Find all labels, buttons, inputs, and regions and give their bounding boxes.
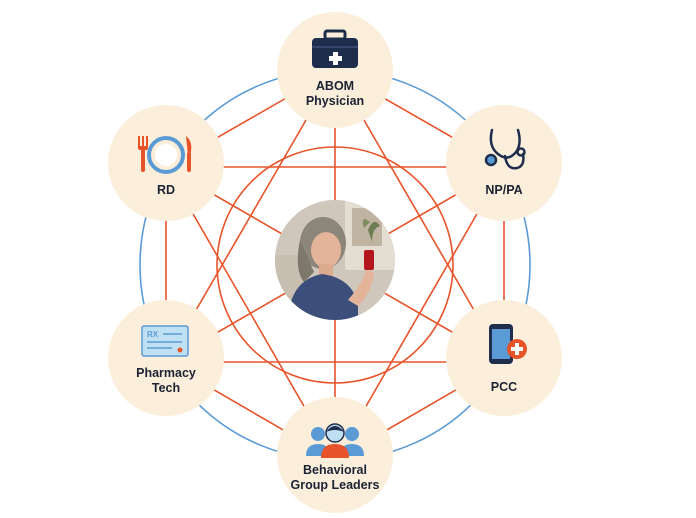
phone-plus-icon bbox=[489, 324, 527, 364]
svg-text:Tech: Tech bbox=[152, 381, 180, 395]
node-abom-physician: ABOM Physician bbox=[277, 12, 393, 128]
svg-text:ABOM: ABOM bbox=[316, 79, 354, 93]
node-label: Pharmacy bbox=[136, 366, 196, 380]
plate-utensils-icon bbox=[138, 136, 192, 174]
svg-text:Group Leaders: Group Leaders bbox=[291, 478, 380, 492]
node-label: RD bbox=[157, 183, 175, 197]
node-np-pa: NP/PA bbox=[446, 105, 562, 221]
rx-text: RX bbox=[147, 330, 159, 339]
node-rd: RD bbox=[108, 105, 224, 221]
medical-bag-icon bbox=[312, 29, 358, 68]
node-label: Behavioral bbox=[303, 463, 367, 477]
center-patient bbox=[275, 200, 395, 320]
prescription-icon: RX bbox=[141, 325, 189, 357]
node-label: Tech bbox=[152, 381, 180, 395]
node-label: PCC bbox=[491, 380, 517, 394]
svg-text:NP/PA: NP/PA bbox=[485, 183, 522, 197]
svg-text:Pharmacy: Pharmacy bbox=[136, 366, 196, 380]
patient-photo-icon bbox=[275, 200, 395, 320]
group-people-icon bbox=[306, 423, 364, 458]
svg-text:Physician: Physician bbox=[306, 94, 364, 108]
svg-text:PCC: PCC bbox=[491, 380, 517, 394]
node-label: Group Leaders bbox=[291, 478, 380, 492]
node-label: ABOM bbox=[316, 79, 354, 93]
node-pcc: PCC bbox=[446, 300, 562, 416]
node-label: NP/PA bbox=[485, 183, 522, 197]
stethoscope-icon bbox=[484, 128, 526, 170]
svg-text:Behavioral: Behavioral bbox=[303, 463, 367, 477]
node-pharmacy-tech: RX Pharmacy Tech bbox=[108, 300, 224, 416]
node-behavioral-group-leaders: Behavioral Group Leaders bbox=[277, 397, 393, 513]
svg-text:RD: RD bbox=[157, 183, 175, 197]
node-label: Physician bbox=[306, 94, 364, 108]
